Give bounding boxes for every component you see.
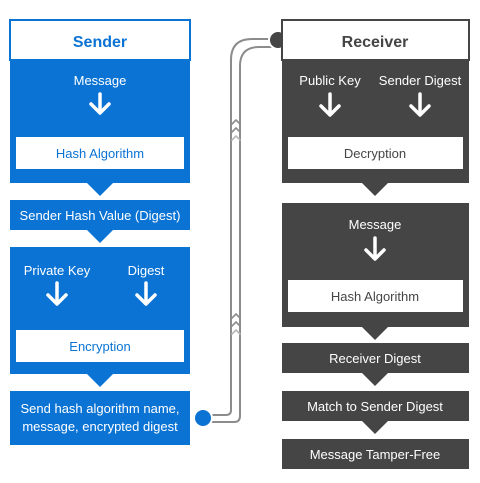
down-arrow-icon bbox=[364, 236, 386, 261]
receiver-hash-algorithm-box bbox=[288, 280, 463, 312]
down-arrow-icon bbox=[46, 281, 68, 306]
receiver-match-box bbox=[282, 391, 469, 421]
sender-message-label: Message bbox=[74, 73, 127, 88]
down-arrow-icon bbox=[89, 92, 111, 115]
pointer-down-icon bbox=[362, 373, 388, 386]
double-up-arrow-icon bbox=[231, 313, 241, 335]
double-up-arrow-icon bbox=[231, 119, 241, 141]
connector-dot-icon bbox=[193, 408, 213, 428]
pointer-down-icon bbox=[362, 421, 388, 434]
sender-digest-label: Digest bbox=[128, 263, 165, 278]
sender-header-box bbox=[9, 19, 191, 61]
receiver-match-label: Match to Sender Digest bbox=[307, 399, 443, 414]
sender-hash-value-box bbox=[10, 200, 190, 230]
down-arrow-icon bbox=[409, 92, 431, 117]
receiver-tamper-free-box bbox=[282, 439, 469, 469]
receiver-message-label: Message bbox=[349, 217, 402, 232]
pointer-down-icon bbox=[87, 230, 113, 243]
sender-send-line2: message, encrypted digest bbox=[22, 419, 178, 434]
sender-encryption-box bbox=[16, 330, 184, 362]
down-arrow-icon bbox=[319, 92, 341, 117]
pointer-down-icon bbox=[362, 183, 388, 196]
pointer-down-icon bbox=[87, 374, 113, 387]
sender-title: Sender bbox=[73, 34, 127, 51]
receiver-tamper-free-label: Message Tamper-Free bbox=[310, 447, 441, 462]
down-arrow-icon bbox=[135, 281, 157, 306]
receiver-public-key-label: Public Key bbox=[299, 73, 361, 88]
sender-hash-algorithm-label: Hash Algorithm bbox=[56, 146, 144, 161]
receiver-column: Receiver Public Key Sender Digest Decryp… bbox=[281, 19, 470, 469]
sender-private-key-label: Private Key bbox=[24, 263, 91, 278]
connector-line-outer bbox=[205, 38, 278, 416]
receiver-title: Receiver bbox=[342, 34, 409, 51]
sender-encryption-label: Encryption bbox=[69, 339, 130, 354]
receiver-hash-algorithm-label: Hash Algorithm bbox=[331, 289, 419, 304]
sender-send-line1: Send hash algorithm name, bbox=[21, 401, 180, 416]
pointer-down-icon bbox=[362, 327, 388, 340]
sender-hash-algorithm-box bbox=[16, 137, 184, 169]
pointer-down-icon bbox=[87, 183, 113, 196]
sender-hash-value-label: Sender Hash Value (Digest) bbox=[20, 208, 181, 223]
receiver-header-box bbox=[281, 19, 470, 61]
transmission-connector bbox=[193, 30, 288, 428]
receiver-decryption-label: Decryption bbox=[344, 146, 406, 161]
connector-line-inner bbox=[205, 46, 278, 423]
receiver-decryption-box bbox=[288, 137, 463, 169]
sender-column: Sender Message Hash Algorithm Sender Has… bbox=[9, 19, 191, 445]
receiver-digest-box bbox=[282, 343, 469, 373]
sender-send-box bbox=[10, 391, 190, 445]
receiver-digest-label: Receiver Digest bbox=[329, 351, 421, 366]
receiver-sender-digest-label: Sender Digest bbox=[379, 73, 462, 88]
